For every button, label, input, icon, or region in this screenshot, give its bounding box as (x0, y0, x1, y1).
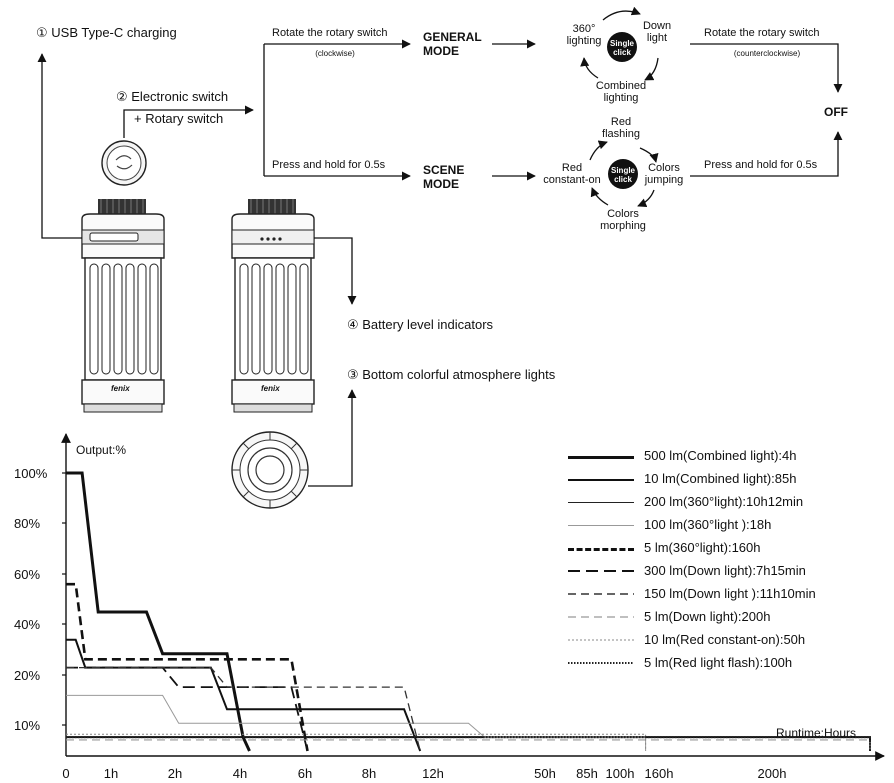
lighting-360-mode: 360° lighting (566, 23, 602, 47)
counterclockwise-sub-label: (counterclockwise) (733, 49, 801, 58)
legend-swatch (568, 570, 634, 572)
down-light-mode: Down light (642, 20, 672, 44)
legend-swatch (568, 479, 634, 481)
lantern-front-illustration (81, 199, 165, 413)
general-single-click-badge: Single click (609, 39, 635, 57)
red-flashing-mode: Red flashing (602, 116, 640, 140)
legend-swatch (568, 502, 634, 503)
x-tick-label: 4h (232, 766, 248, 781)
legend-item: 10 lm(Combined light):85h (568, 470, 888, 488)
series-line-5 (66, 666, 309, 752)
series-line-8 (66, 733, 647, 751)
legend-swatch (568, 662, 634, 664)
press-hold-label: Press and hold for 0.5s (272, 159, 386, 171)
x-tick-label: 0 (62, 766, 70, 781)
x-tick-label: 85h (576, 766, 598, 781)
y-tick-label: 80% (14, 516, 41, 531)
scene-mode-title: SCENE (423, 163, 465, 177)
series-line-7 (66, 739, 871, 751)
x-tick-label: 8h (361, 766, 377, 781)
legend-item: 5 lm(Red light flash):100h (568, 654, 888, 672)
legend-item: 200 lm(360°light):10h12min (568, 493, 888, 511)
legend-item: 5 lm(Down light):200h (568, 608, 888, 626)
legend-item: 100 lm(360°light ):18h (568, 516, 888, 534)
legend-swatch (568, 593, 634, 595)
switch-label: ② Electronic switch (116, 89, 229, 104)
x-tick-label: 200h (757, 766, 787, 781)
legend-swatch (568, 616, 634, 618)
x-tick-label: 1h (103, 766, 119, 781)
clockwise-sub-label: (clockwise) (315, 49, 355, 58)
legend-item: 300 lm(Down light):7h15min (568, 562, 888, 580)
lantern-side-brand-mark: fenix (261, 384, 280, 393)
colors-morphing-mode: Colors morphing (600, 208, 646, 232)
legend-item: 500 lm(Combined light):4h (568, 447, 888, 465)
legend-swatch (568, 456, 634, 459)
y-tick-label: 10% (14, 718, 41, 733)
rotary-switch-illustration (101, 140, 147, 186)
scene-single-click-badge: Single click (610, 166, 636, 184)
general-mode-title: GENERAL (423, 30, 482, 44)
legend-item: 5 lm(360°light):160h (568, 539, 888, 557)
press-hold-off-label: Press and hold for 0.5s (704, 159, 818, 171)
colors-jumping-mode: Colors jumping (644, 162, 684, 186)
series-line-0 (66, 471, 251, 752)
legend-swatch (568, 525, 634, 526)
y-tick-label: 100% (14, 466, 48, 481)
general-mode-title-line2: MODE (423, 44, 459, 58)
x-tick-label: 2h (167, 766, 183, 781)
y-tick-label: 20% (14, 668, 41, 683)
y-tick-label: 40% (14, 617, 41, 632)
series-line-3 (66, 694, 647, 751)
lantern-bottom-illustration (231, 431, 309, 509)
x-tick-label: 12h (422, 766, 444, 781)
scene-mode-title-line2: MODE (423, 177, 459, 191)
legend-item: 10 lm(Red constant-on):50h (568, 631, 888, 649)
series-line-1 (66, 736, 871, 751)
switch-label-line2: + Rotary switch (134, 111, 224, 126)
lantern-front-brand-mark: fenix (111, 384, 130, 393)
lantern-side-illustration (231, 199, 315, 413)
y-tick-label: 60% (14, 567, 41, 582)
x-tick-label: 100h (605, 766, 635, 781)
series-line-4 (66, 582, 309, 752)
chart-x-axis-label: Runtime:Hours (776, 726, 857, 740)
rotate-clockwise-label: Rotate the rotary switch (272, 27, 388, 39)
rotate-counterclockwise-label: Rotate the rotary switch (704, 27, 820, 39)
legend-swatch (568, 548, 634, 551)
legend-item: 150 lm(Down light ):11h10min (568, 585, 888, 603)
legend-swatch (568, 639, 634, 641)
usb-charging-label: ① USB Type-C charging (36, 25, 177, 40)
series-line-6 (66, 666, 421, 752)
x-tick-label: 6h (297, 766, 313, 781)
series-line-9 (66, 736, 871, 751)
x-tick-label: 160h (644, 766, 674, 781)
chart-y-axis-label: Output:% (76, 443, 127, 457)
battery-indicators-label: ④ Battery level indicators (347, 317, 494, 332)
red-constant-on-mode: Red constant-on (543, 162, 601, 186)
x-tick-label: 50h (534, 766, 556, 781)
off-state-label: OFF (824, 105, 848, 119)
bottom-lights-label: ③ Bottom colorful atmosphere lights (347, 367, 556, 382)
combined-lighting-mode: Combined lighting (595, 80, 647, 104)
